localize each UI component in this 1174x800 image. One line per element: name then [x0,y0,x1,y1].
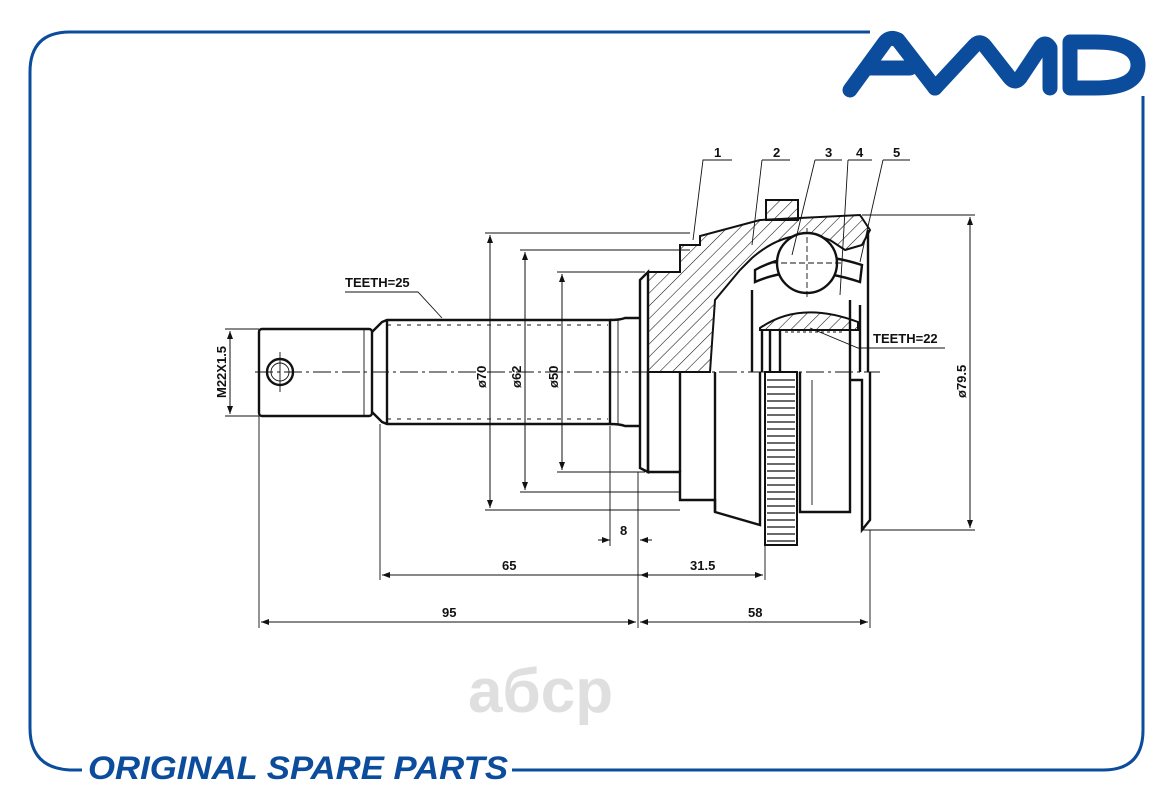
dimension-lines [227,217,973,625]
outer-spline-label: TEETH=25 [345,275,410,290]
frame-border [28,30,1145,772]
threaded-stub [257,327,374,418]
inner-spline-leader [809,327,945,349]
splined-shaft [371,316,640,428]
outer-spline-leader [345,291,443,319]
length-95: 95 [442,605,456,620]
callout-3: 3 [825,145,832,160]
callout-1: 1 [714,145,721,160]
extension-lines [225,214,975,628]
callout-5: 5 [893,145,900,160]
diameter-70: ø70 [474,366,489,388]
watermark: aбcp [468,657,613,726]
housing-lower [646,371,872,546]
inner-spline-label: TEETH=22 [873,331,938,346]
footer-tagline: ORIGINAL SPARE PARTS [88,750,509,786]
length-65: 65 [502,558,516,573]
callout-2: 2 [773,145,780,160]
diameter-79-5: ø79.5 [954,365,969,398]
diameter-50: ø50 [546,366,561,388]
length-8: 8 [620,523,627,538]
callout-4: 4 [856,145,864,160]
thread-label: M22X1.5 [214,346,229,398]
length-31-5: 31.5 [690,558,715,573]
diameter-62: ø62 [509,366,524,388]
length-58: 58 [748,605,762,620]
abs-ring [764,371,798,546]
part-callouts: 1 2 3 4 5 [692,145,910,296]
outer-housing [638,199,872,474]
amd-logo [842,30,1146,98]
